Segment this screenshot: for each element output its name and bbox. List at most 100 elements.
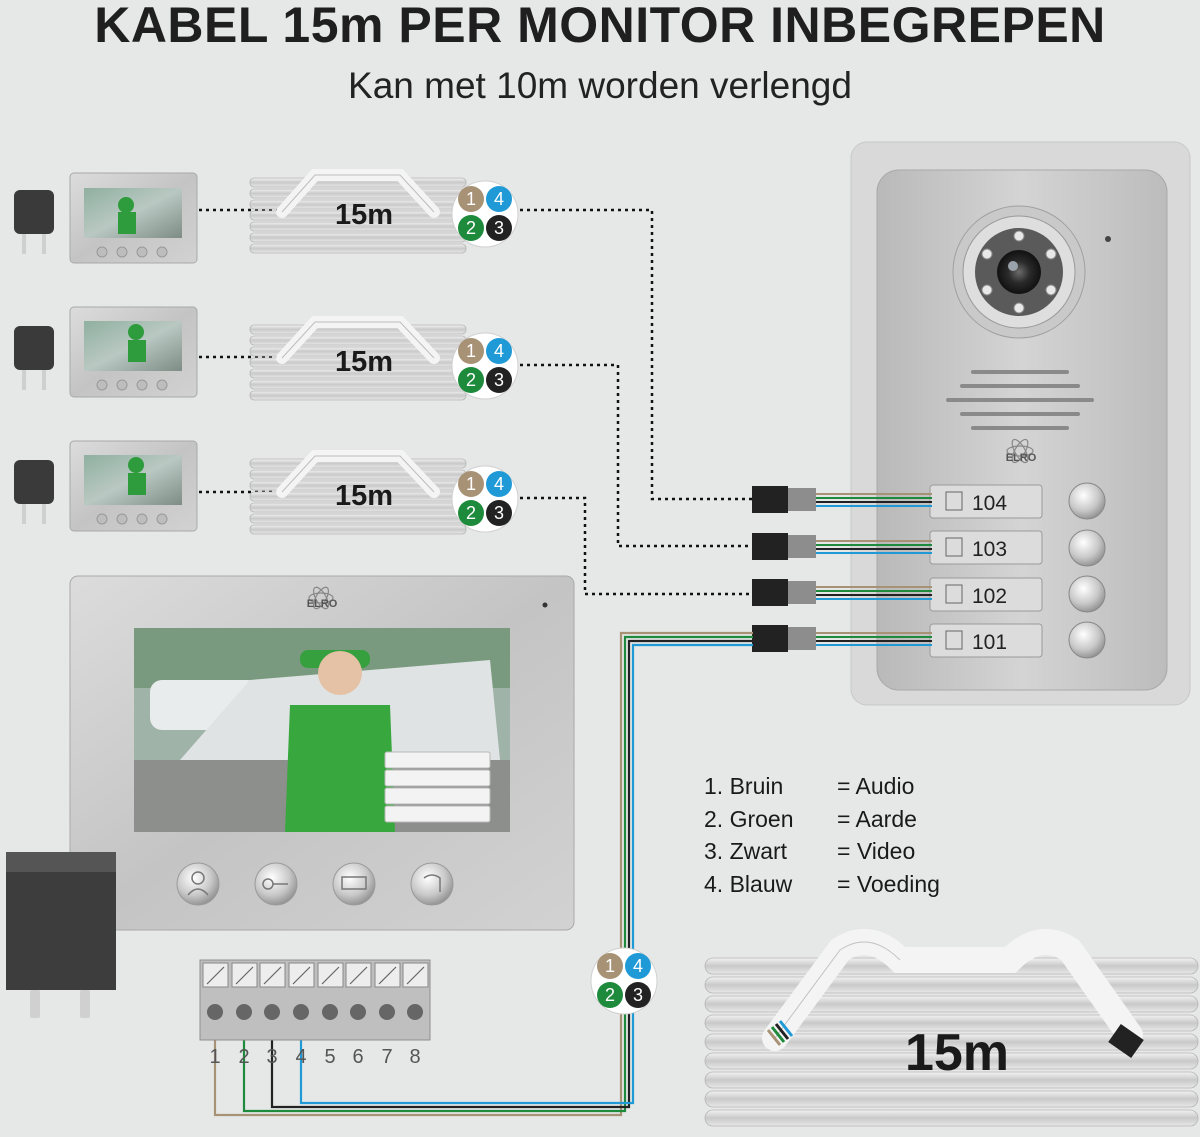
legend-function: = Aarde xyxy=(837,805,917,832)
terminal-block: 1 2 3 4 5 6 7 8 xyxy=(199,959,431,1068)
wire-badge-1: 1 4 2 3 xyxy=(451,180,519,248)
large-monitor: ELRO xyxy=(69,575,575,931)
page-title: KABEL 15m PER MONITOR INBEGREPEN xyxy=(94,0,1106,53)
badge-number: 4 xyxy=(494,189,504,209)
legend-function: = Video xyxy=(837,838,916,865)
legend-function: = Audio xyxy=(837,773,915,799)
legend-wire: 1. Bruin xyxy=(704,773,784,799)
legend-row: 1. Bruin = Audio xyxy=(704,770,940,803)
badge-number: 4 xyxy=(633,956,643,976)
phone-icon xyxy=(423,874,441,892)
connector-plug-icon xyxy=(752,486,788,513)
name-plate-103: 103 xyxy=(929,530,1043,565)
camera-lens-icon xyxy=(997,250,1041,294)
cable-length-label: 15m xyxy=(335,480,393,512)
wire-badge-4: 1 4 2 3 xyxy=(590,947,658,1015)
terminal-label: 5 xyxy=(324,1046,335,1068)
terminal-label: 6 xyxy=(352,1046,363,1068)
terminal-label: 1 xyxy=(209,1046,220,1068)
legend-row: 4. Blauw = Voeding xyxy=(704,868,940,901)
person-icon xyxy=(191,871,205,885)
name-plate-102: 102 xyxy=(929,577,1043,612)
cable-coil-3 xyxy=(249,450,467,535)
plate-grid-icon xyxy=(945,537,963,557)
badge-number: 3 xyxy=(633,985,643,1005)
cable-length-label: 15m xyxy=(335,199,393,231)
gate-icon xyxy=(341,876,367,890)
cable-coil-2 xyxy=(249,316,467,401)
legend-wire: 2. Groen xyxy=(704,805,794,832)
door-station: ELRO 104 103 102 xyxy=(850,141,1191,706)
connector-plug-icon xyxy=(752,625,788,652)
elro-logo-icon xyxy=(1006,438,1034,464)
badge-number: 1 xyxy=(466,474,476,494)
badge-number: 1 xyxy=(466,189,476,209)
monitor-brand: ELRO xyxy=(307,598,338,610)
connector-plug-icon xyxy=(1108,1023,1144,1059)
elro-logo-icon xyxy=(308,586,334,610)
power-adapter-icon xyxy=(14,460,54,504)
call-button-104[interactable] xyxy=(1068,482,1106,520)
wire-badge-3: 1 4 2 3 xyxy=(451,465,519,533)
monitor-buttons xyxy=(176,862,454,906)
legend-row: 3. Zwart = Video xyxy=(704,835,940,868)
connector-plug-icon xyxy=(752,579,788,606)
monitor-row-2 xyxy=(14,306,198,398)
wire-bundle xyxy=(213,631,753,1117)
legend-row: 2. Groen = Aarde xyxy=(704,803,940,836)
power-adapter-icon xyxy=(14,326,54,370)
legend-wire: 4. Blauw xyxy=(704,871,793,898)
speaker-grille-icon xyxy=(946,370,1094,430)
name-plate-101: 101 xyxy=(929,623,1043,658)
badge-number: 3 xyxy=(494,370,504,390)
monitor-row-1 xyxy=(14,172,198,264)
wire-badge-2: 1 4 2 3 xyxy=(451,332,519,400)
cable-coil-large xyxy=(704,929,1199,1127)
badge-number: 4 xyxy=(494,474,504,494)
station-connectors xyxy=(752,486,932,652)
name-plate-104: 104 xyxy=(929,484,1043,519)
gate-button[interactable] xyxy=(332,862,376,906)
terminal-label: 2 xyxy=(238,1046,249,1068)
button-label: 103 xyxy=(972,538,1007,561)
badge-number: 3 xyxy=(494,218,504,238)
power-adapter-large-icon xyxy=(6,852,116,1018)
legend-function: = Voeding xyxy=(837,871,940,898)
badge-number: 1 xyxy=(605,956,615,976)
connector-plug-icon xyxy=(752,533,788,560)
monitor-row-3 xyxy=(14,440,198,532)
power-adapter-icon xyxy=(14,190,54,234)
badge-number: 2 xyxy=(466,503,476,523)
plate-grid-icon xyxy=(945,491,963,511)
legend-wire: 3. Zwart xyxy=(704,838,788,865)
name-plates: 104 103 102 101 xyxy=(929,484,1043,658)
plate-grid-icon xyxy=(945,630,963,650)
plate-grid-icon xyxy=(945,584,963,604)
badge-number: 2 xyxy=(605,985,615,1005)
terminal-label: 7 xyxy=(381,1046,392,1068)
call-button-101[interactable] xyxy=(1068,621,1106,659)
call-button-103[interactable] xyxy=(1068,529,1106,567)
cable-length-label: 15m xyxy=(335,346,393,378)
badge-number: 4 xyxy=(494,341,504,361)
phone-button[interactable] xyxy=(410,862,454,906)
page-subtitle: Kan met 10m worden verlengd xyxy=(348,65,852,106)
terminal-label: 4 xyxy=(295,1046,306,1068)
badge-number: 1 xyxy=(466,341,476,361)
button-label: 104 xyxy=(972,492,1007,515)
wire-legend: 1. Bruin = Audio 2. Groen = Aarde 3. Zwart… xyxy=(704,770,940,901)
terminal-label: 8 xyxy=(409,1046,420,1068)
cable-length-label-large: 15m xyxy=(905,1024,1009,1082)
dotted-station-routes xyxy=(520,208,752,596)
badge-number: 3 xyxy=(494,503,504,523)
terminal-label: 3 xyxy=(266,1046,277,1068)
badge-number: 2 xyxy=(466,370,476,390)
call-button-102[interactable] xyxy=(1068,575,1106,613)
button-label: 101 xyxy=(972,631,1007,654)
monitor-screen xyxy=(134,628,510,832)
call-buttons xyxy=(1068,482,1106,659)
button-label: 102 xyxy=(972,585,1007,608)
cable-coil-1 xyxy=(249,169,467,254)
